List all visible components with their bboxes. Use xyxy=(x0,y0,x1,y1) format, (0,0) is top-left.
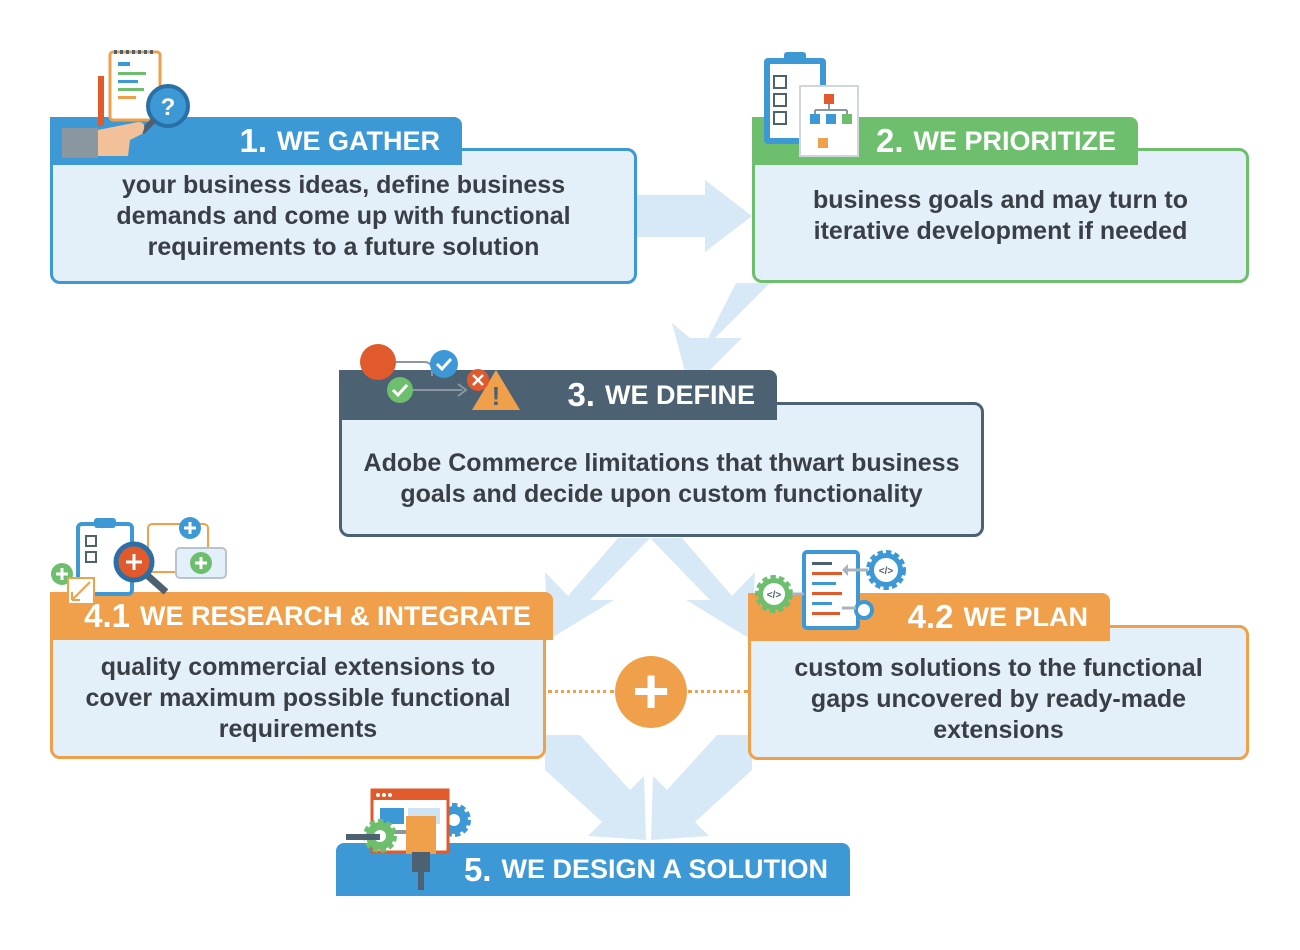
step-2-title: WE PRIORITIZE xyxy=(913,125,1117,156)
arrow-1-to-2 xyxy=(636,180,752,252)
research-extensions-icon xyxy=(51,517,227,605)
svg-text:!: ! xyxy=(492,381,501,411)
arrow-4-1-to-5 xyxy=(545,735,646,840)
connector-line-left xyxy=(548,690,614,693)
design-brush-icon xyxy=(346,788,471,890)
decision-flow-icon: ! xyxy=(360,344,520,411)
step-4-2-description: custom solutions to the functional gaps … xyxy=(794,654,1203,744)
step-1-title: WE GATHER xyxy=(277,125,440,156)
step-5-number: 5. xyxy=(463,850,492,888)
arrow-3-to-4-1 xyxy=(545,538,650,640)
step-4-1-title: WE RESEARCH & INTEGRATE xyxy=(139,600,531,631)
step-3-card: Adobe Commerce limitations that thwart b… xyxy=(339,402,984,537)
svg-text:?: ? xyxy=(161,94,176,121)
svg-text:</>: </> xyxy=(767,590,782,601)
step-5-title: WE DESIGN A SOLUTION xyxy=(501,854,828,884)
arrow-4-2-to-5 xyxy=(651,735,752,840)
step-1-number: 1. xyxy=(239,122,267,159)
step-4-1-card: quality commercial extensions to cover m… xyxy=(50,624,546,759)
step-4-1-header: 4.1 WE RESEARCH & INTEGRATE xyxy=(50,592,553,640)
step-4-2-number: 4.2 xyxy=(907,598,954,635)
arrow-3-to-4-2 xyxy=(650,538,755,640)
plus-connector: + xyxy=(615,656,687,728)
step-1-description: your business ideas, define business dem… xyxy=(116,170,571,261)
step-2-description: business goals and may turn to iterative… xyxy=(812,185,1189,245)
step-4-2-card: custom solutions to the functional gaps … xyxy=(748,625,1249,760)
arrow-2-to-3 xyxy=(672,283,770,390)
clipboard-question-icon: ? xyxy=(62,50,190,158)
connector-line-right xyxy=(688,690,748,693)
svg-text:</>: </> xyxy=(879,566,894,577)
step-2-card: business goals and may turn to iterative… xyxy=(752,148,1249,283)
step-4-2-title: WE PLAN xyxy=(963,601,1089,632)
checklist-flowchart-icon xyxy=(764,52,859,157)
step-2-number: 2. xyxy=(875,122,904,159)
step-4-1-description: quality commercial extensions to cover m… xyxy=(85,653,511,743)
step-3-number: 3. xyxy=(567,376,595,413)
step-3-title: WE DEFINE xyxy=(604,379,755,410)
step-1-card: your business ideas, define business dem… xyxy=(50,148,637,284)
step-3-description: Adobe Commerce limitations that thwart b… xyxy=(363,448,960,508)
code-plan-icon: </> </> xyxy=(755,550,906,630)
